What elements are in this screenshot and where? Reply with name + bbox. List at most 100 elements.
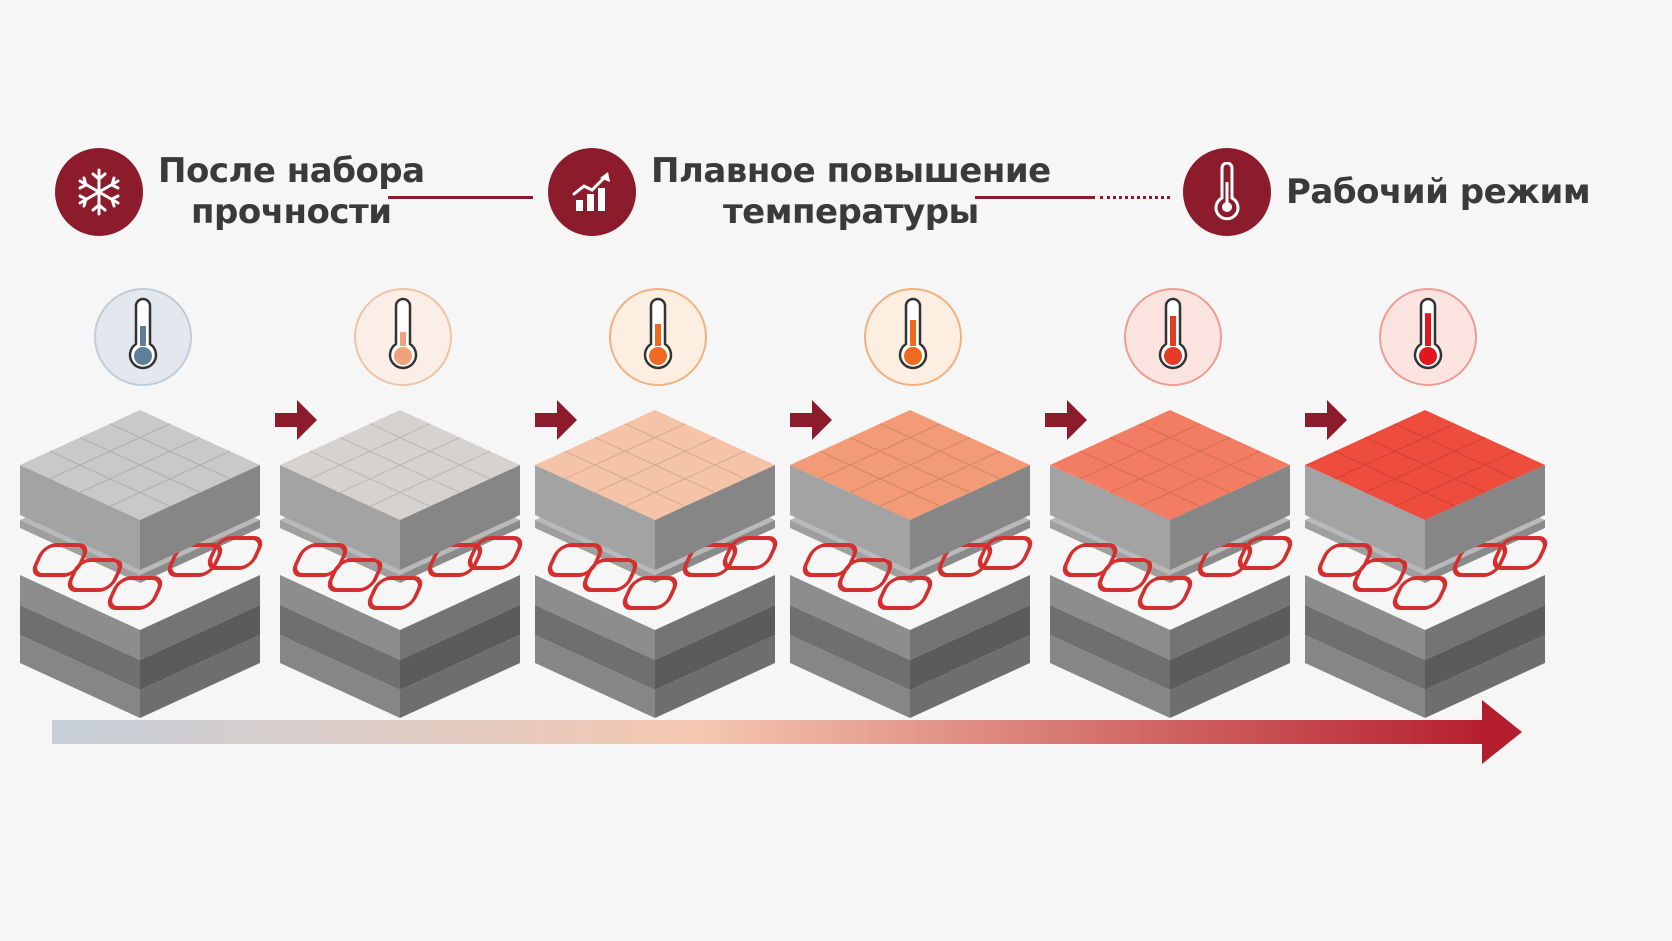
tile-grid-line [309, 423, 431, 480]
tile-slab-right [655, 465, 775, 570]
thermometer-bulb [134, 347, 152, 365]
concrete-layer-right [140, 575, 260, 660]
tile-grid-line [369, 423, 491, 480]
heating-cable [802, 536, 1033, 610]
tile-slab-left [535, 465, 655, 570]
stage-label-gradual: Плавное повышение температуры [651, 151, 1051, 233]
thermometer-badge [354, 288, 452, 386]
thermometer-level [655, 324, 661, 346]
tile-grid [1079, 423, 1261, 507]
tile-grid [1334, 423, 1516, 507]
tile-slab-right [910, 465, 1030, 570]
tile-grid-line [339, 436, 461, 494]
concrete-layer-left [535, 605, 655, 690]
concrete-layer-left [20, 575, 140, 660]
tile-grid-line [1394, 423, 1516, 480]
thermometer-level [1425, 313, 1431, 346]
floor-block [1050, 410, 1293, 718]
cable-loop [467, 536, 523, 570]
concrete-layer-left [280, 575, 400, 660]
concrete-layer-left [20, 635, 140, 718]
floor-block [1305, 410, 1548, 718]
tile-grid-line [109, 423, 231, 480]
stage-label-line2: прочности [191, 192, 392, 232]
snowflake-icon [55, 148, 143, 236]
heating-cable [547, 536, 778, 610]
concrete-layer-right [400, 575, 520, 660]
tile-grid-line [1139, 423, 1261, 480]
cable-loop [167, 543, 223, 577]
heating-cable [1317, 536, 1548, 610]
stage-header-strength: После набора прочности [55, 148, 425, 236]
step-arrow-icon [1305, 400, 1347, 440]
screed-left [535, 520, 655, 583]
concrete-layer-left [1050, 575, 1170, 660]
heating-step [790, 288, 1033, 718]
step-arrow-icon [790, 400, 832, 440]
tile-grid-line [879, 423, 1001, 480]
concrete-layer-right [140, 605, 260, 690]
cable-loop [207, 536, 263, 570]
concrete-layer-left [1050, 635, 1170, 718]
tile-grid-line [819, 423, 941, 480]
step-arrow-icon [1045, 400, 1087, 440]
concrete-layer-left [20, 605, 140, 690]
cable-loop [1097, 558, 1153, 592]
stage-connector-1 [388, 196, 533, 199]
concrete-layer-right [400, 605, 520, 690]
tile-grid [49, 423, 231, 507]
thermometer-bulb [649, 347, 667, 365]
heating-cable [292, 536, 523, 610]
stage-label-strength: После набора прочности [158, 151, 425, 233]
heating-step [535, 288, 778, 718]
cable-loop [107, 576, 163, 610]
cable-loop [1197, 543, 1253, 577]
cable-loop [1137, 576, 1193, 610]
cable-loop [1452, 543, 1508, 577]
cable-loop [837, 558, 893, 592]
concrete-layer-left [535, 575, 655, 660]
floor-block [535, 410, 778, 718]
concrete-layer-right [1425, 635, 1545, 718]
progress-arrowhead [1482, 700, 1522, 764]
step-arrow-icon [275, 400, 317, 440]
concrete-layer-right [1425, 575, 1545, 660]
heating-cable [1062, 536, 1293, 610]
cable-loop [427, 543, 483, 577]
concrete-layer-right [655, 635, 775, 718]
thermometer-bulb [394, 347, 412, 365]
heating-step [1050, 288, 1293, 718]
step-arrow-icon [535, 400, 577, 440]
temperature-progress-arrow [52, 700, 1522, 764]
tile-slab-right [1170, 465, 1290, 570]
concrete-layer-right [1170, 605, 1290, 690]
screed-left [790, 520, 910, 583]
cable-loop [292, 543, 348, 577]
cable-loop [327, 558, 383, 592]
tile-grid [309, 423, 491, 507]
heating-step [1305, 288, 1548, 718]
cable-loop [1317, 543, 1373, 577]
tile-grid [564, 423, 746, 507]
tile-grid-line [624, 423, 746, 480]
thermometer-bulb [1164, 347, 1182, 365]
concrete-layer-left [790, 575, 910, 660]
cable-loop [1492, 536, 1548, 570]
concrete-layer-right [1170, 575, 1290, 660]
stage-label-line1: После набора [158, 151, 425, 191]
tile-slab-right [1425, 465, 1545, 570]
thermometer-icon [1183, 148, 1271, 236]
tile-slab-left [1050, 465, 1170, 570]
tile-grid-line [594, 436, 716, 494]
tile-grid-line [1364, 436, 1486, 494]
concrete-layer-right [655, 605, 775, 690]
concrete-layer-left [790, 605, 910, 690]
cable-loop [67, 558, 123, 592]
tile-grid-line [564, 423, 686, 480]
tile-slab-left [20, 465, 140, 570]
tile-grid-line [1079, 423, 1201, 480]
stage-label-line1: Плавное повышение [651, 151, 1051, 191]
cable-loop [547, 543, 603, 577]
stage-header-gradual: Плавное повышение температуры [548, 148, 1051, 236]
